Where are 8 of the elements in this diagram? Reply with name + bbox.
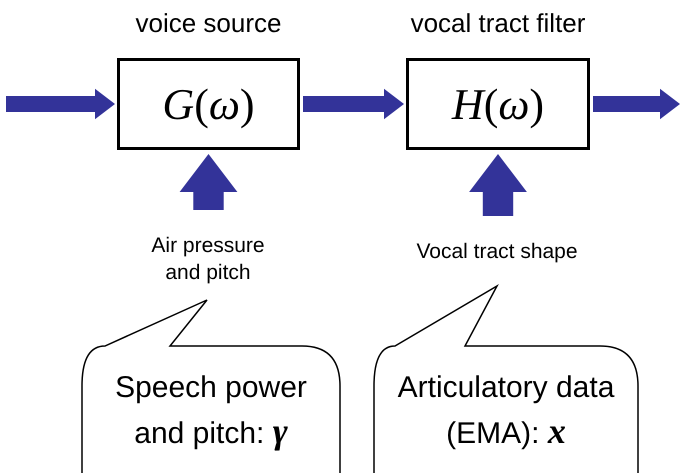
input-label: Air pressure and pitch	[133, 232, 283, 287]
input-label: Vocal tract shape	[387, 238, 607, 266]
transfer-function-box: H(ω)	[406, 58, 590, 150]
block-heading: voice source	[134, 8, 282, 39]
bubble-text: Speech power and pitch: γ	[114, 370, 308, 453]
bubble-text: Articulatory data (EMA): x	[396, 370, 616, 453]
transfer-function-box: G(ω)	[117, 58, 300, 150]
block-heading: vocal tract filter	[410, 8, 586, 39]
